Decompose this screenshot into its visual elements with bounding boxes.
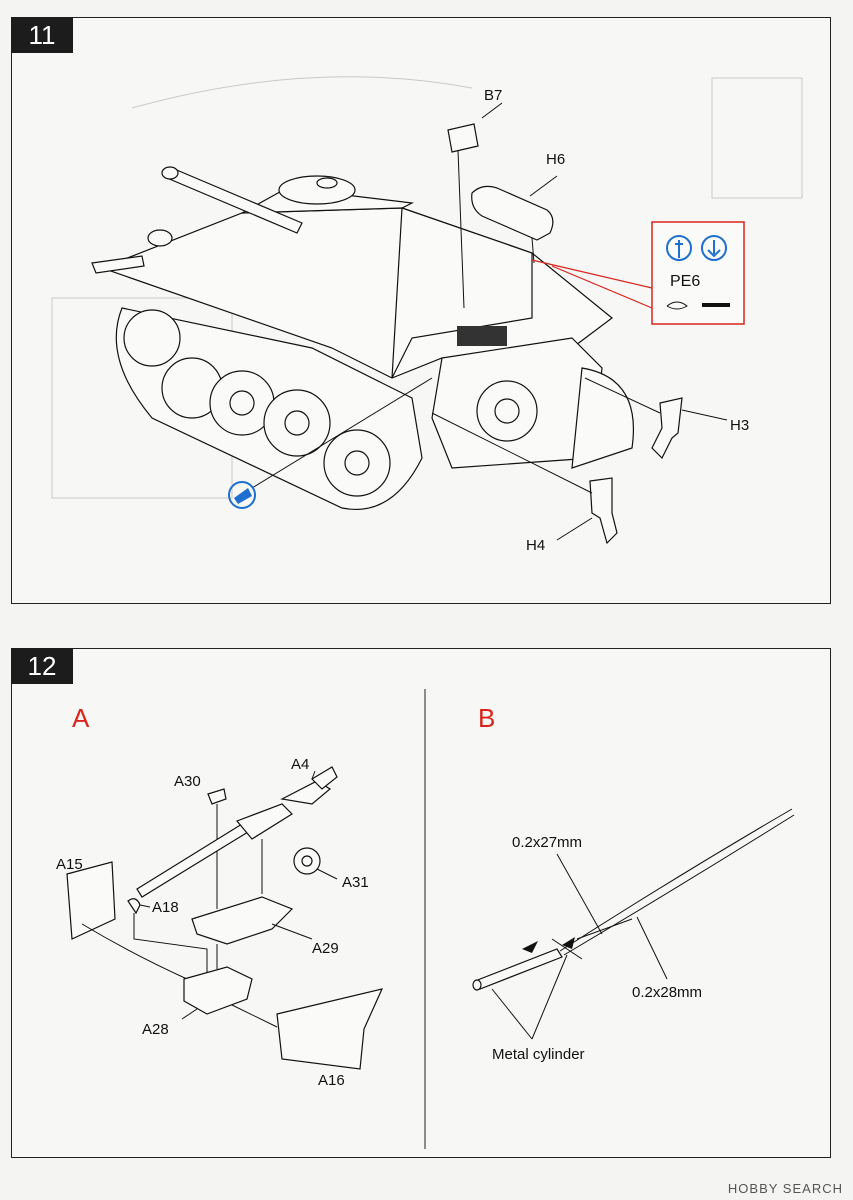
pe-strip-icon — [666, 301, 688, 310]
part-a29: A29 — [191, 896, 339, 969]
part-a4: A4 — [136, 756, 338, 898]
part-h6: H6 — [471, 151, 565, 264]
step-number: 12 — [11, 648, 73, 684]
section-a-title: A — [72, 703, 90, 733]
label-h6: H6 — [546, 151, 565, 168]
section-b-title: B — [478, 703, 495, 733]
step-12-panel: 12 A A30 A4 A31 — [11, 648, 831, 1158]
step-11-panel: 11 — [11, 17, 831, 604]
part-a15: A15 — [56, 856, 188, 980]
callout-wire2: 0.2x28mm — [632, 916, 702, 1001]
label-a29: A29 — [312, 940, 339, 957]
label-a31: A31 — [342, 874, 369, 891]
part-h4: H4 — [431, 412, 618, 554]
label-b7: B7 — [484, 87, 502, 104]
label-a18: A18 — [152, 899, 179, 916]
antenna-wire-assembly — [472, 808, 795, 991]
part-a16: A16 — [231, 988, 384, 1089]
label-wire1: 0.2x27mm — [512, 834, 582, 851]
label-wire2: 0.2x28mm — [632, 984, 702, 1001]
label-pe6: PE6 — [670, 273, 700, 290]
label-a4: A4 — [291, 756, 309, 773]
pe-bar — [702, 303, 730, 307]
part-a18: A18 — [127, 898, 208, 974]
step-12-drawing: A A30 A4 A31 A29 — [56, 689, 795, 1149]
step-11-drawing: B7 H6 PE6 — [51, 76, 803, 554]
label-a15: A15 — [56, 856, 83, 873]
drill-icon — [666, 235, 692, 261]
label-a28: A28 — [142, 1021, 169, 1038]
fender — [91, 255, 145, 274]
tank-hull — [100, 166, 613, 469]
label-cylinder: Metal cylinder — [492, 1046, 585, 1063]
watermark: HOBBY SEARCH — [727, 1181, 843, 1196]
part-b7: B7 — [447, 87, 502, 309]
label-a30: A30 — [174, 773, 201, 790]
glue-icon — [701, 235, 727, 261]
label-h3: H3 — [730, 417, 749, 434]
callout-pe6: PE6 — [531, 221, 745, 325]
part-a31: A31 — [293, 847, 369, 891]
callout-cylinder: Metal cylinder — [491, 954, 585, 1063]
paint-icon — [228, 377, 433, 509]
step-number: 11 — [11, 17, 73, 53]
callout-wire1: 0.2x27mm — [512, 834, 603, 935]
part-h3: H3 — [584, 377, 749, 460]
label-a16: A16 — [318, 1072, 345, 1089]
part-a28: A28 — [142, 966, 253, 1038]
headlight — [147, 229, 173, 247]
label-h4: H4 — [526, 537, 545, 554]
part-a30: A30 — [174, 773, 227, 909]
